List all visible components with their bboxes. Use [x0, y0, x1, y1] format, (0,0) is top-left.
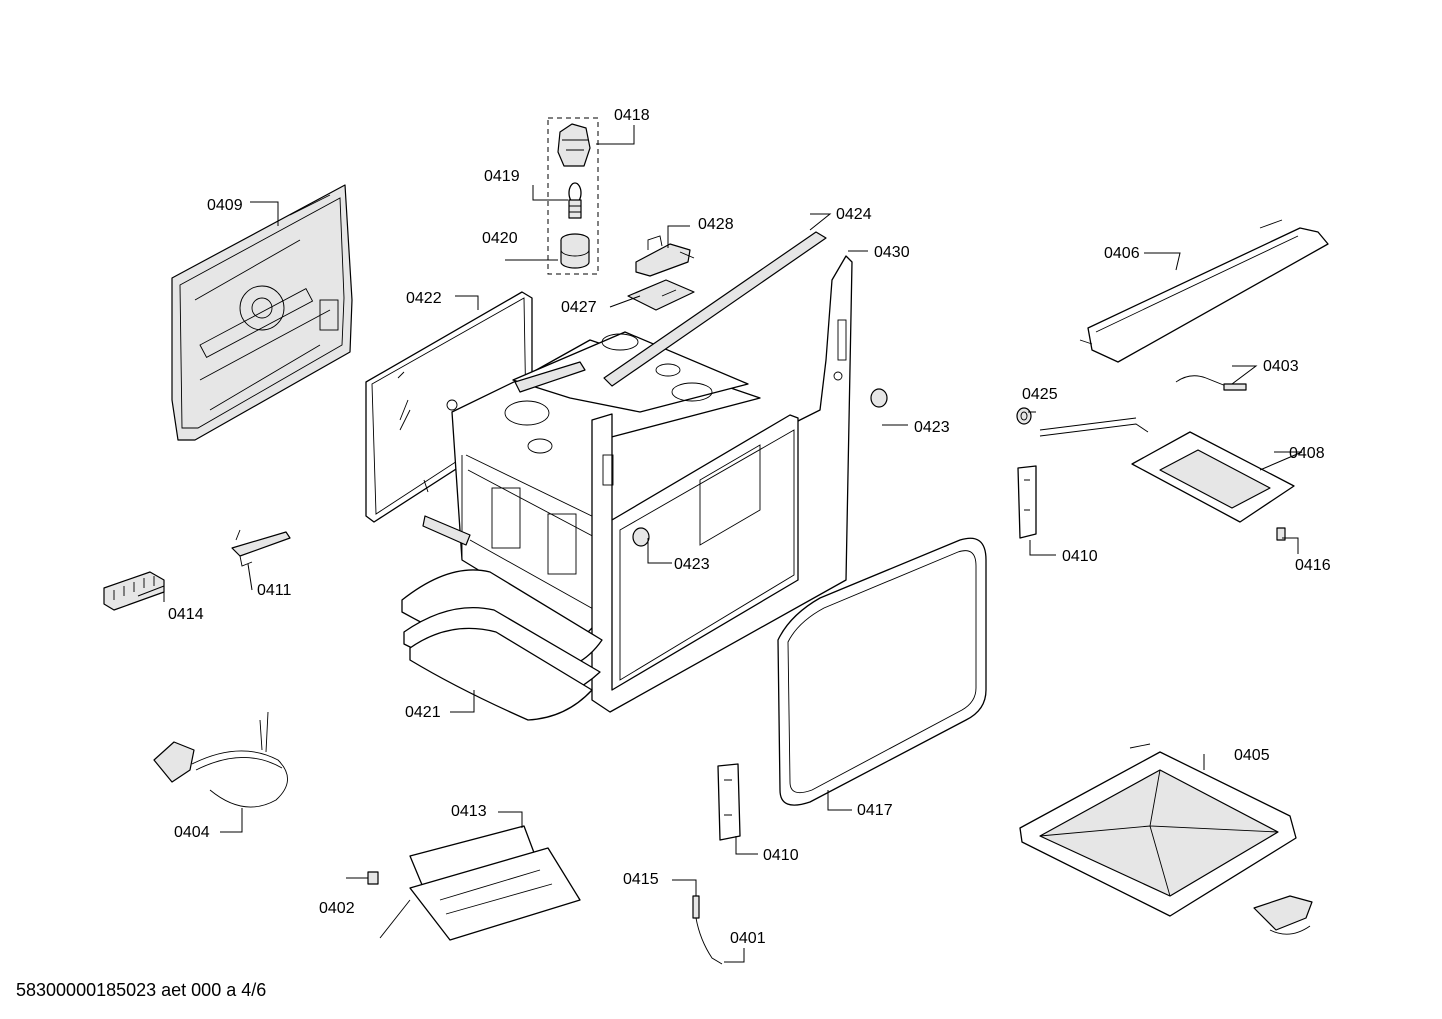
callout-0403: 0403	[1263, 358, 1299, 375]
part-0423-fasteners	[632, 388, 888, 547]
callout-0408: 0408	[1289, 445, 1325, 462]
callout-0423-right: 0423	[914, 419, 950, 436]
part-0402-clip	[367, 871, 379, 885]
callout-0425: 0425	[1022, 386, 1058, 403]
callout-0428: 0428	[698, 216, 734, 233]
callout-0421: 0421	[405, 704, 441, 721]
part-0411-bracket	[231, 529, 291, 567]
callout-0427: 0427	[561, 299, 597, 316]
callout-0430: 0430	[874, 244, 910, 261]
callout-0404: 0404	[174, 824, 210, 841]
callout-0405: 0405	[1234, 747, 1270, 764]
part-0410-hinges	[717, 465, 1037, 841]
part-0418-0420-lamp-assembly	[547, 117, 599, 275]
document-code: 58300000185023 aet 000 a 4/6	[16, 980, 267, 1000]
part-0409-back-panel	[171, 184, 353, 441]
part-0404-power-cord	[153, 711, 288, 808]
part-0424-top-rail	[603, 231, 827, 387]
callout-0424: 0424	[836, 206, 872, 223]
callout-0415: 0415	[623, 871, 659, 888]
part-0406-top-cover	[1079, 219, 1329, 363]
part-0421-baking-trays	[401, 569, 603, 721]
callout-0422: 0422	[406, 290, 442, 307]
callout-0420: 0420	[482, 230, 518, 247]
callout-0411: 0411	[257, 582, 292, 599]
callout-0414: 0414	[168, 606, 204, 623]
callout-0410-upper: 0410	[1062, 548, 1098, 565]
part-0425-grommet	[1016, 407, 1032, 425]
part-0416-clip	[1276, 527, 1286, 541]
part-0417-door-seal	[777, 537, 987, 806]
callout-0418: 0418	[614, 107, 650, 124]
callout-0417: 0417	[857, 802, 893, 819]
part-0414-terminal-block	[103, 571, 165, 611]
callout-labels: 0409 0418 0419 0420 0428 0427 0422 0424 …	[168, 107, 1331, 947]
callout-0401: 0401	[730, 930, 766, 947]
part-0413-heater	[379, 825, 581, 941]
callout-0406: 0406	[1104, 245, 1140, 262]
part-front-frame	[591, 255, 853, 713]
part-0405-bottom-tray	[1019, 743, 1313, 935]
callout-0413: 0413	[451, 803, 487, 820]
part-0403-sensor	[1175, 375, 1247, 391]
part-0428-switch	[635, 235, 695, 277]
callout-0410-lower: 0410	[763, 847, 799, 864]
part-0408-grill-element	[1039, 417, 1295, 523]
leader-lines	[137, 125, 1303, 963]
part-0427-bracket	[627, 279, 695, 311]
callout-0416: 0416	[1295, 557, 1331, 574]
callout-0419: 0419	[484, 168, 520, 185]
part-0415-0401-probe	[692, 895, 723, 965]
callout-0402: 0402	[319, 900, 355, 917]
callout-0423-left: 0423	[674, 556, 710, 573]
callout-0409: 0409	[207, 197, 243, 214]
